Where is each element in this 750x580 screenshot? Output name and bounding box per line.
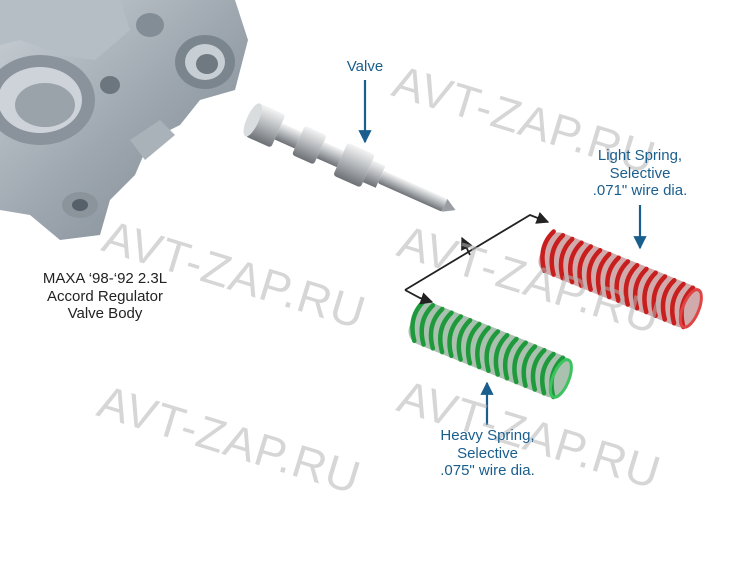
- light-spring-label: Light Spring, Selective .071" wire dia.: [560, 147, 720, 200]
- heavy-spring: [408, 299, 573, 400]
- valve-body-label-line: Valve Body: [67, 305, 143, 323]
- heavy-spring-label-line: Selective: [457, 444, 518, 462]
- valve-body-label: MAXA ‘98-‘92 2.3L Accord Regulator Valve…: [10, 270, 200, 323]
- heavy-spring-label: Heavy Spring, Selective .075" wire dia.: [405, 427, 570, 480]
- regulator-valve-spool: [243, 103, 456, 212]
- valve-body-casting: [0, 0, 248, 240]
- watermark: AVT-ZAP.RU: [92, 375, 367, 504]
- valve-body-label-line: MAXA ‘98-‘92 2.3L: [42, 270, 168, 287]
- heavy-spring-label-line: Heavy Spring,: [440, 427, 535, 444]
- valve-body-label-line: Accord Regulator: [47, 287, 163, 305]
- light-spring-label-line: .071" wire dia.: [592, 182, 688, 200]
- valve-label: Valve: [346, 58, 384, 75]
- light-spring-label-line: Selective: [609, 164, 671, 182]
- selection-bracket: [404, 212, 550, 305]
- light-spring-label-line: Light Spring,: [597, 147, 683, 164]
- heavy-spring-label-line: .075" wire dia.: [440, 462, 535, 480]
- light-spring: [538, 229, 703, 330]
